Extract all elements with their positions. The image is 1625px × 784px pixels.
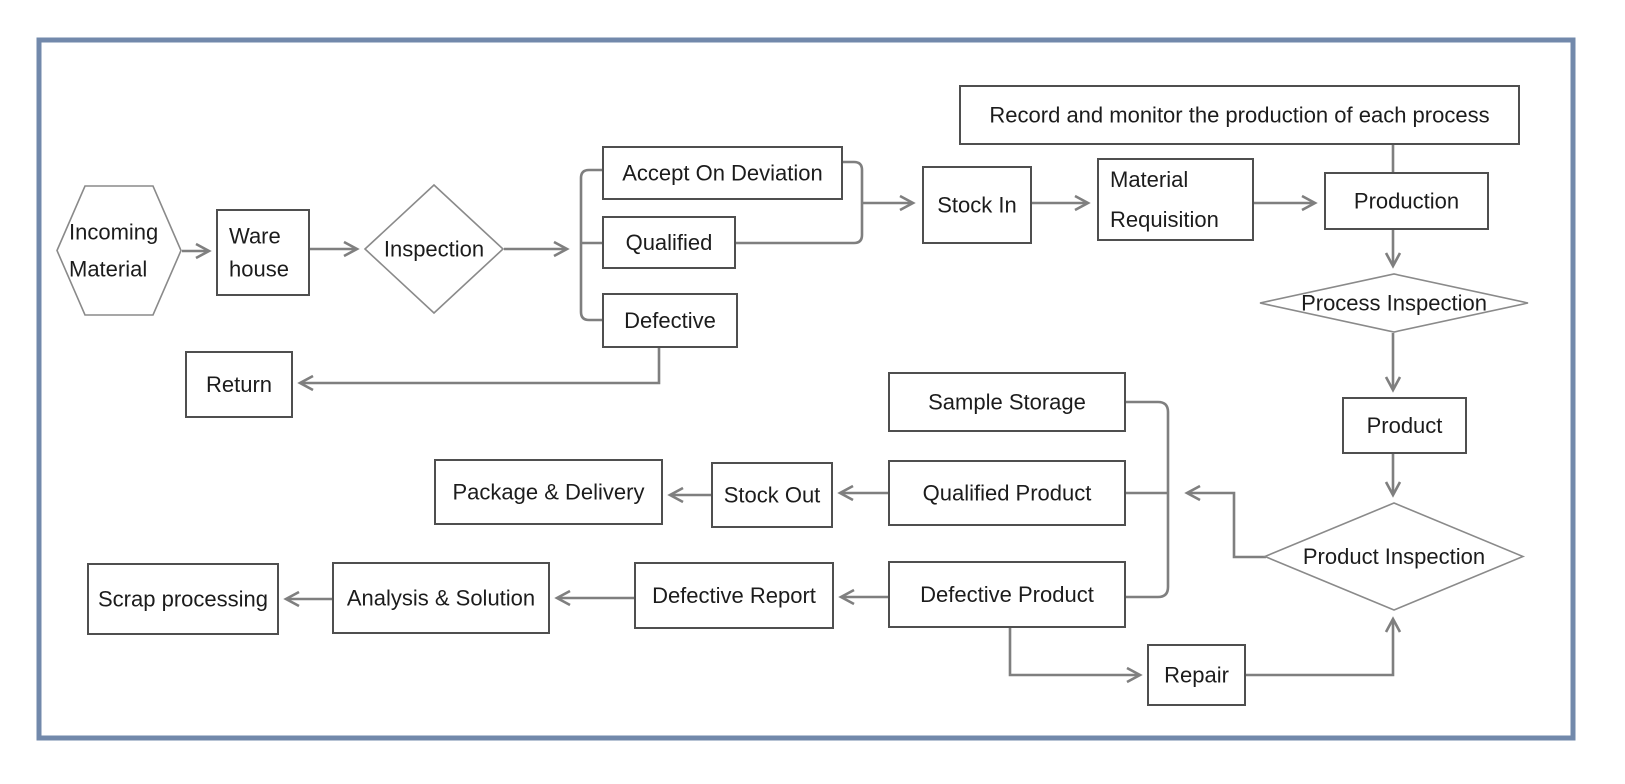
flow-node-defective-report: Defective Report <box>634 562 834 629</box>
flow-node-product-inspection: Product Inspection <box>1262 502 1526 611</box>
record-monitor-box <box>959 85 1520 145</box>
qualified-label: Qualified <box>626 230 713 255</box>
defective-product-label: Defective Product <box>920 582 1094 607</box>
warehouse-label: Ware <box>229 224 281 249</box>
flow-node-record-monitor: Record and monitor the production of eac… <box>959 85 1520 145</box>
flow-node-defective-product: Defective Product <box>888 561 1126 628</box>
flow-node-accept-on-deviation: Accept On Deviation <box>602 146 843 200</box>
inspection-label: Inspection <box>384 237 484 262</box>
inspection-diamond <box>363 183 505 315</box>
sample-storage-label: Sample Storage <box>928 390 1086 415</box>
flow-node-scrap-processing: Scrap processing <box>87 563 279 635</box>
package-delivery-box <box>434 459 663 525</box>
slide-border <box>36 37 1576 741</box>
stock-in-box <box>922 166 1032 244</box>
material-requisition-box <box>1097 158 1254 241</box>
qualified-product-box <box>888 460 1126 526</box>
flow-node-return: Return <box>185 351 293 418</box>
flow-node-stock-in: Stock In <box>922 166 1032 244</box>
return-box <box>185 351 293 418</box>
product-inspection-diamond <box>1262 502 1526 611</box>
accept-on-deviation-label: Accept On Deviation <box>622 161 823 186</box>
process-inspection-label: Process Inspection <box>1301 291 1487 316</box>
edge-defective-product-to-repair <box>1008 628 1143 684</box>
flow-node-production: Production <box>1324 172 1489 230</box>
qualified-box <box>602 216 736 269</box>
flow-node-warehouse: Ware house <box>216 209 310 296</box>
stock-out-box <box>711 462 833 528</box>
record-monitor-label: Record and monitor the production of eac… <box>989 103 1489 128</box>
qualified-product-label: Qualified Product <box>923 481 1092 506</box>
scrap-processing-label: Scrap processing <box>98 587 268 612</box>
product-box <box>1342 397 1467 454</box>
edge-product-bracket <box>1126 400 1170 599</box>
repair-label: Repair <box>1164 663 1229 688</box>
flow-node-qualified: Qualified <box>602 216 736 269</box>
product-label: Product <box>1367 413 1443 438</box>
defective-label: Defective <box>624 308 716 333</box>
defective-box <box>602 293 738 348</box>
material-requisition-label: Material <box>1110 167 1188 192</box>
warehouse-box <box>216 209 310 296</box>
stock-in-label: Stock In <box>937 193 1016 218</box>
flow-node-stock-out: Stock Out <box>711 462 833 528</box>
incoming-material-hexagon <box>56 185 182 316</box>
production-label: Production <box>1354 189 1459 214</box>
analysis-solution-label: Analysis & Solution <box>347 586 535 611</box>
edge-product-inspection-to-product-bracket <box>1184 484 1266 559</box>
flow-node-product: Product <box>1342 397 1467 454</box>
process-inspection-diamond <box>1259 273 1529 333</box>
edge-defective-to-return <box>297 348 661 392</box>
scrap-processing-box <box>87 563 279 635</box>
defective-report-label: Defective Report <box>652 583 816 608</box>
flow-node-analysis-solution: Analysis & Solution <box>332 562 550 634</box>
flow-node-defective: Defective <box>602 293 738 348</box>
material-requisition-label: Requisition <box>1110 207 1219 232</box>
sample-storage-box <box>888 372 1126 432</box>
edge-repair-to-product-inspection <box>1246 616 1402 677</box>
incoming-material-label: Incoming <box>69 220 158 245</box>
warehouse-label: house <box>229 257 289 282</box>
repair-box <box>1147 644 1246 706</box>
incoming-material-label: Material <box>69 257 147 282</box>
defective-report-box <box>634 562 834 629</box>
product-inspection-label: Product Inspection <box>1303 544 1485 569</box>
flow-node-process-inspection: Process Inspection <box>1259 273 1529 333</box>
package-delivery-label: Package & Delivery <box>453 480 645 505</box>
analysis-solution-box <box>332 562 550 634</box>
flow-node-sample-storage: Sample Storage <box>888 372 1126 432</box>
flow-node-repair: Repair <box>1147 644 1246 706</box>
flow-node-qualified-product: Qualified Product <box>888 460 1126 526</box>
edge-outcome-bracket <box>579 168 603 322</box>
production-box <box>1324 172 1489 230</box>
flow-node-package-delivery: Package & Delivery <box>434 459 663 525</box>
accept-on-deviation-box <box>602 146 843 200</box>
stock-out-label: Stock Out <box>724 483 821 508</box>
flow-node-inspection: Inspection <box>363 183 505 315</box>
defective-product-box <box>888 561 1126 628</box>
return-label: Return <box>206 372 272 397</box>
